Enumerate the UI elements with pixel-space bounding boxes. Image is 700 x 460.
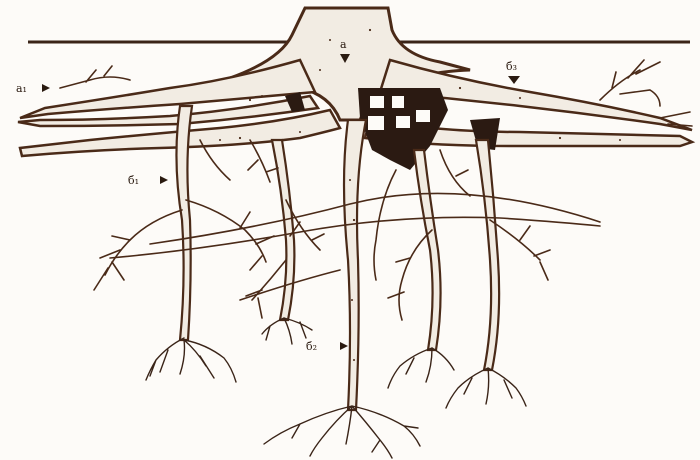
root-tips-right [446,368,526,408]
texture-dot [239,137,241,139]
texture-dot [369,29,371,31]
sinker-root-right [476,140,499,370]
texture-dot [349,179,351,181]
label-trunk: a [340,38,347,51]
label-lateral-left: a₁ [16,82,27,95]
feeder-root-left-a [105,210,182,275]
feeder-root-top-right [600,60,660,106]
sinker-root-center [344,120,366,410]
marker-sinker-left [160,176,168,184]
label-sinker-left: б₁ [128,174,139,187]
graft-gap-5 [416,110,430,122]
graft-gap-1 [370,96,384,108]
texture-dot [219,139,221,141]
feeder-root-upper-3 [440,150,470,196]
label-lateral-right: б₃ [506,60,517,73]
texture-dot [329,39,331,41]
texture-dot [519,97,521,99]
texture-dot [353,219,355,221]
texture-dot [261,95,263,97]
feeder-root-upper-4 [374,170,396,280]
texture-dot [559,137,561,139]
texture-dot [319,69,321,71]
root-tips-left [146,338,236,382]
texture-dot [459,87,461,89]
graft-gap-4 [396,116,410,128]
texture-dot [249,99,251,101]
root-tips-left-center [262,318,312,344]
feeder-root-right-b [388,230,432,320]
root-tip-clusters [146,318,526,458]
sinker-root-right-center [414,150,441,350]
marker-sinker-center [340,342,348,350]
feeder-root-horizontal-1 [150,193,600,244]
sinker-root-left-center [272,140,294,320]
feeder-root-top-left [60,66,130,88]
texture-dot [351,299,353,301]
feeder-root-left-b [94,236,130,290]
texture-dot [619,139,621,141]
root-tips-right-center [388,348,454,388]
label-sinker-center: б₂ [306,340,317,353]
texture-dot [299,131,301,133]
texture-dot [353,359,355,361]
root-tips-center [264,406,420,458]
marker-lateral-left [42,84,50,92]
texture-dot [277,101,279,103]
graft-gap-2 [392,96,404,108]
marker-lateral-right [508,76,520,84]
graft-gap-3 [368,116,384,130]
